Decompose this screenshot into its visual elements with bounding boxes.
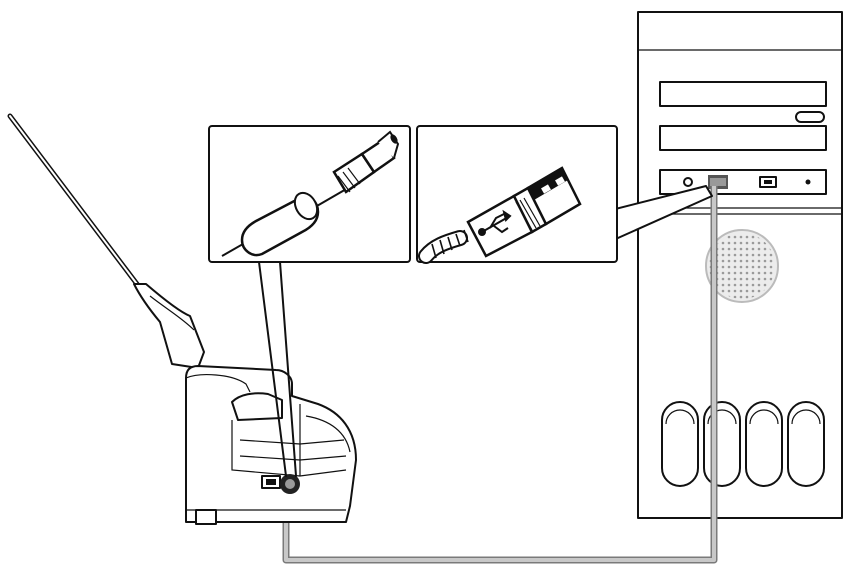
- usb-connector-icon: [418, 166, 582, 264]
- power-callout: [208, 125, 411, 263]
- usb-plug-inserted: [710, 178, 726, 186]
- paper-tray: [133, 283, 205, 369]
- usb-trident-symbol-icon: [478, 209, 512, 236]
- usb-port-tongue: [764, 180, 772, 184]
- power-led-icon: [805, 179, 811, 185]
- power-plug-connector-icon: [221, 130, 400, 257]
- drive-bay-2: [659, 125, 827, 151]
- computer-tower: [637, 11, 843, 519]
- scanner-body: [185, 365, 357, 523]
- drive-bay-1: [659, 81, 827, 107]
- eject-button: [795, 111, 825, 123]
- scanner-foot-left: [195, 509, 217, 525]
- speaker-grille-dots: [709, 233, 775, 299]
- scanner-output-slot: [231, 392, 283, 421]
- usb-callout: [416, 125, 618, 264]
- scanner-device: [7, 113, 357, 525]
- audio-jack-icon: [683, 177, 693, 187]
